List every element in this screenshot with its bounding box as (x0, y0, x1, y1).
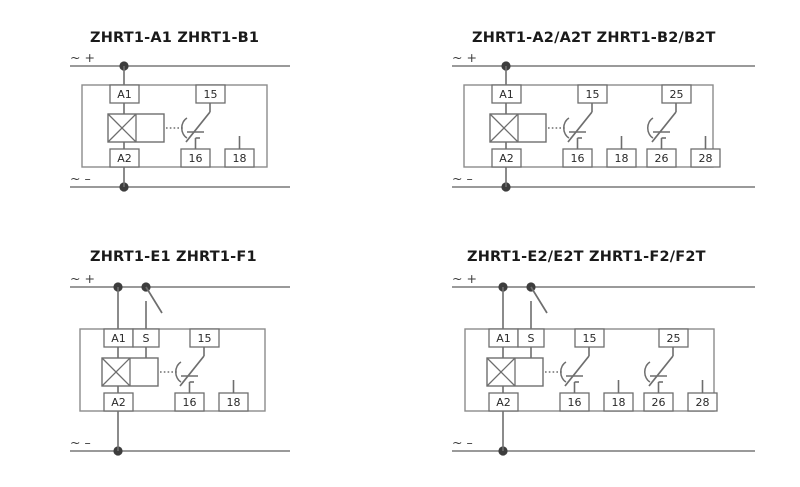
terminal-a1-label: A1 (496, 332, 511, 345)
terminal-a1-label: A1 (117, 88, 132, 101)
diagram-title-top-left: ZHRT1-A1 ZHRT1-B1 (90, 30, 259, 46)
terminal-16-label: 16 (189, 152, 203, 165)
terminal-a2-label: A2 (499, 152, 514, 165)
terminal-s-label: S (528, 332, 535, 345)
contact-blade-1 (567, 111, 593, 143)
diagram-top-left: ZHRT1-A1 ZHRT1-B1 ~ + ~ – A1 A2 15 (70, 30, 290, 192)
terminal-15-label: 15 (583, 332, 597, 345)
terminal-15-label: 15 (198, 332, 212, 345)
contact-blade-2 (651, 111, 677, 143)
terminal-18-label: 18 (233, 152, 247, 165)
coil-x-stroke-2 (486, 357, 516, 387)
terminal-18-label: 18 (615, 152, 629, 165)
terminal-16-label: 16 (571, 152, 585, 165)
contact-blade-1 (564, 355, 590, 387)
negative-rail-label: ~ – (70, 435, 91, 450)
terminal-a2-label: A2 (117, 152, 132, 165)
positive-rail-label: ~ + (70, 271, 95, 286)
terminal-16-label: 16 (183, 396, 197, 409)
diagram-title-top-right: ZHRT1-A2/A2T ZHRT1-B2/B2T (472, 30, 716, 46)
diagram-title-bottom-left: ZHRT1-E1 ZHRT1-F1 (90, 249, 257, 265)
actuator-arc-1 (175, 361, 182, 383)
terminal-25-label: 25 (670, 88, 684, 101)
terminal-26-label: 26 (655, 152, 669, 165)
external-switch-blade (145, 286, 163, 314)
diagram-top-right: ZHRT1-A2/A2T ZHRT1-B2/B2T ~ + ~ – A1 A2 … (452, 30, 755, 192)
relay-enclosure (81, 84, 268, 168)
terminal-s-label: S (143, 332, 150, 345)
terminal-26-label: 26 (652, 396, 666, 409)
negative-rail-label: ~ – (452, 171, 473, 186)
coil-x-stroke-2 (101, 357, 131, 387)
negative-rail-label: ~ – (70, 171, 91, 186)
actuator-arc-2 (647, 117, 654, 139)
contact-blade-2 (648, 355, 674, 387)
negative-rail-label: ~ – (452, 435, 473, 450)
positive-rail-label: ~ + (70, 50, 95, 65)
positive-rail-label: ~ + (452, 50, 477, 65)
terminal-28-label: 28 (699, 152, 713, 165)
actuator-arc-1 (181, 117, 188, 139)
external-switch-blade (530, 286, 548, 314)
terminal-a2-label: A2 (111, 396, 126, 409)
terminal-25-label: 25 (667, 332, 681, 345)
diagram-bottom-right: ZHRT1-E2/E2T ZHRT1-F2/F2T ~ + ~ – A1 S A… (452, 249, 755, 456)
diagram-title-bottom-right: ZHRT1-E2/E2T ZHRT1-F2/F2T (467, 249, 706, 265)
positive-rail-label: ~ + (452, 271, 477, 286)
actuator-arc-2 (644, 361, 651, 383)
diagram-bottom-left: ZHRT1-E1 ZHRT1-F1 ~ + ~ – A1 S A2 15 16 (70, 249, 290, 456)
terminal-a1-label: A1 (111, 332, 126, 345)
terminal-28-label: 28 (696, 396, 710, 409)
coil-x-stroke-2 (107, 113, 137, 143)
terminal-a1-label: A1 (499, 88, 514, 101)
terminal-16-label: 16 (568, 396, 582, 409)
contact-blade-1 (185, 111, 211, 143)
relay-enclosure (79, 328, 266, 412)
terminal-18-label: 18 (227, 396, 241, 409)
actuator-arc-1 (560, 361, 567, 383)
actuator-arc-1 (563, 117, 570, 139)
terminal-18-label: 18 (612, 396, 626, 409)
coil-x-stroke-2 (489, 113, 519, 143)
terminal-15-label: 15 (586, 88, 600, 101)
terminal-a2-label: A2 (496, 396, 511, 409)
terminal-15-label: 15 (204, 88, 218, 101)
contact-blade-1 (179, 355, 205, 387)
